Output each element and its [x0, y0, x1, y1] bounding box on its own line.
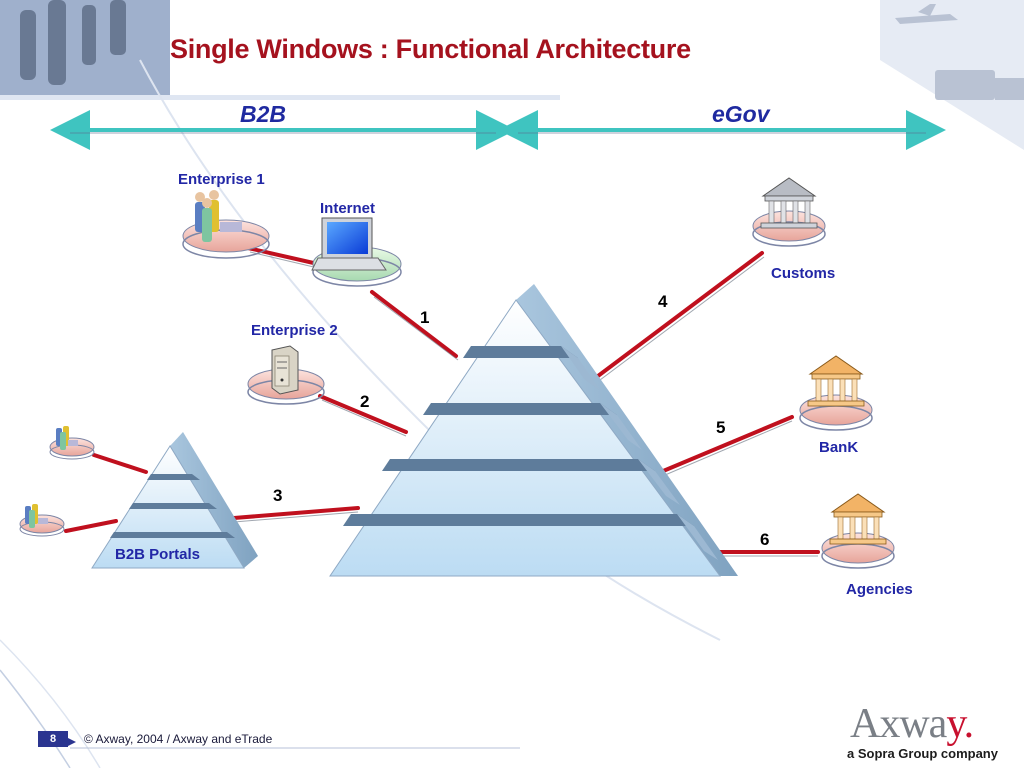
- slide-title: Single Windows : Functional Architecture: [170, 34, 691, 64]
- link-1-number: 1: [420, 308, 430, 327]
- link-5: [654, 415, 794, 476]
- laptop-icon: [311, 217, 387, 271]
- portal-user-1-node: [49, 426, 95, 460]
- server-icon: [271, 345, 299, 395]
- enterprise-2-node: [247, 345, 325, 405]
- link-3-number: 3: [273, 486, 283, 505]
- page-number: 8: [38, 731, 68, 747]
- brand-text: Axwa: [850, 701, 947, 747]
- b2b-portals-pyramid: [91, 432, 258, 569]
- b2b-portals-label: B2B Portals: [115, 546, 201, 563]
- agency-building-icon: [829, 493, 887, 545]
- enterprise-1-label: Enterprise 1: [178, 171, 265, 188]
- section-egov-label: eGov: [712, 101, 770, 127]
- agencies-node: [821, 493, 895, 569]
- link-1: [370, 290, 458, 358]
- copyright-text: © Axway, 2004 / Axway and eTrade: [84, 732, 273, 746]
- link-enterprise1-internet: [246, 246, 320, 266]
- footer-pointer-icon: [68, 738, 76, 746]
- axway-logo: Axway.: [850, 700, 974, 748]
- main-pyramid: [329, 284, 738, 577]
- enterprise-2-label: Enterprise 2: [251, 322, 338, 339]
- link-portal-user1: [92, 453, 148, 474]
- brand-accent-letter: y: [946, 701, 964, 747]
- agencies-label: Agencies: [846, 581, 913, 598]
- customs-label: Customs: [771, 265, 836, 282]
- company-tagline: a Sopra Group company: [847, 746, 998, 761]
- people-icon: [195, 190, 242, 242]
- link-2: [318, 394, 408, 434]
- bank-node: [799, 355, 873, 431]
- enterprise-1-node: [182, 190, 270, 259]
- internet-label: Internet: [320, 200, 376, 217]
- connection-links: [64, 246, 820, 554]
- link-4-number: 4: [658, 292, 668, 311]
- section-b2b-label: B2B: [240, 101, 287, 127]
- brand-dot: .: [963, 701, 974, 747]
- link-2-number: 2: [360, 392, 370, 411]
- people-icon: [56, 426, 78, 450]
- link-3: [232, 506, 360, 520]
- link-6-number: 6: [760, 530, 770, 549]
- link-portal-user2: [64, 519, 118, 533]
- internet-node: [311, 217, 402, 287]
- link-4: [588, 251, 764, 384]
- bank-building-icon: [807, 355, 865, 407]
- link-5-number: 5: [716, 418, 726, 437]
- portal-user-2-node: [19, 504, 65, 537]
- people-icon: [25, 504, 48, 528]
- customs-node: [752, 177, 826, 247]
- government-building-icon: [760, 177, 818, 229]
- bank-label: BanK: [819, 439, 859, 456]
